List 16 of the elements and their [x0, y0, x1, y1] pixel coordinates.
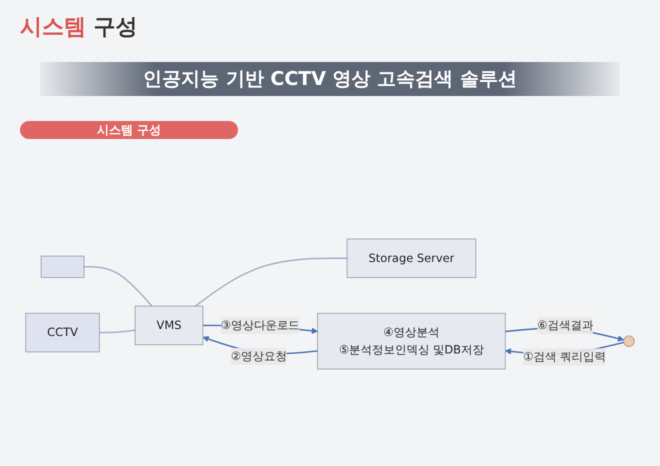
connector [194, 258, 348, 307]
node-box: ④영상분석 ⑤분석정보인덱싱 및DB저장 [317, 312, 506, 370]
node-box: VMS [134, 306, 204, 346]
edge-label: ⑥검색결과 [537, 318, 594, 332]
node-box: Storage Server [346, 238, 476, 278]
edge-label: ③영상다운로드 [220, 318, 300, 332]
connector [84, 266, 153, 307]
node-box: CCTV [25, 312, 100, 352]
edge-label: ②영상요청 [230, 349, 287, 363]
connector [99, 329, 136, 334]
title-banner: 인공지능 기반 CCTV 영상 고속검색 솔루션 [40, 62, 620, 96]
section-tab: 시스템 구성 [20, 121, 238, 139]
page-heading: 시스템 구성 [20, 14, 138, 42]
node-box [40, 256, 84, 278]
edge-label: ①검색 쿼리입력 [523, 350, 606, 364]
node-circle [623, 335, 635, 347]
